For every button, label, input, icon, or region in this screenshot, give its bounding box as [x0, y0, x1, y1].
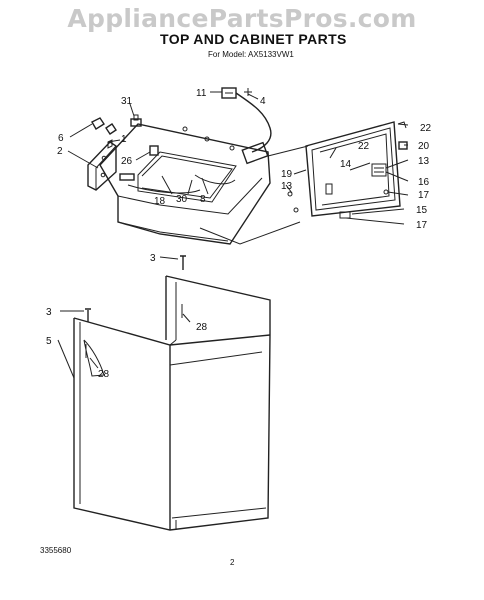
model-line: For Model: AX5133VW1 [208, 50, 294, 59]
callout-2: 2 [57, 146, 63, 157]
callout-6: 6 [58, 133, 64, 144]
callout-14: 14 [340, 159, 352, 170]
callout-31: 31 [121, 96, 133, 107]
callout-28-a: 28 [196, 322, 208, 333]
top-panel [87, 123, 271, 245]
callout-11: 11 [196, 88, 207, 99]
page-number: 2 [230, 558, 235, 567]
callout-8: 8 [200, 194, 206, 205]
callout-3-a: 3 [150, 253, 156, 264]
callout-13-b: 13 [281, 181, 293, 192]
callout-22-b: 22 [420, 123, 432, 134]
callout-18: 18 [154, 196, 166, 207]
callout-17-a: 17 [418, 190, 430, 201]
cabinet [73, 275, 271, 531]
lid-assembly [287, 121, 408, 219]
callout-labels: 31 6 1 2 26 18 30 8 11 4 22 22 20 14 13 … [46, 88, 432, 380]
callout-30: 30 [176, 194, 188, 205]
screw-hardware [85, 255, 186, 358]
top-left-hardware [91, 114, 159, 181]
callout-26: 26 [121, 156, 133, 167]
callout-19: 19 [281, 169, 293, 180]
diagram-title: TOP AND CABINET PARTS [160, 31, 347, 47]
wire-harness [221, 87, 272, 165]
callout-4: 4 [260, 96, 266, 107]
callout-16: 16 [418, 177, 430, 188]
callout-15: 15 [416, 205, 428, 216]
callout-20: 20 [418, 141, 430, 152]
callout-3-b: 3 [46, 307, 52, 318]
callout-28-b: 28 [98, 369, 110, 380]
document-number: 3355680 [40, 546, 72, 555]
callout-5: 5 [46, 336, 52, 347]
callout-17-b: 17 [416, 220, 428, 231]
watermark-text: AppliancePartsPros.com [67, 4, 417, 33]
callout-13-a: 13 [418, 156, 430, 167]
callout-22-a: 22 [358, 141, 370, 152]
callout-1: 1 [121, 134, 127, 145]
leader-lines [57, 91, 409, 379]
